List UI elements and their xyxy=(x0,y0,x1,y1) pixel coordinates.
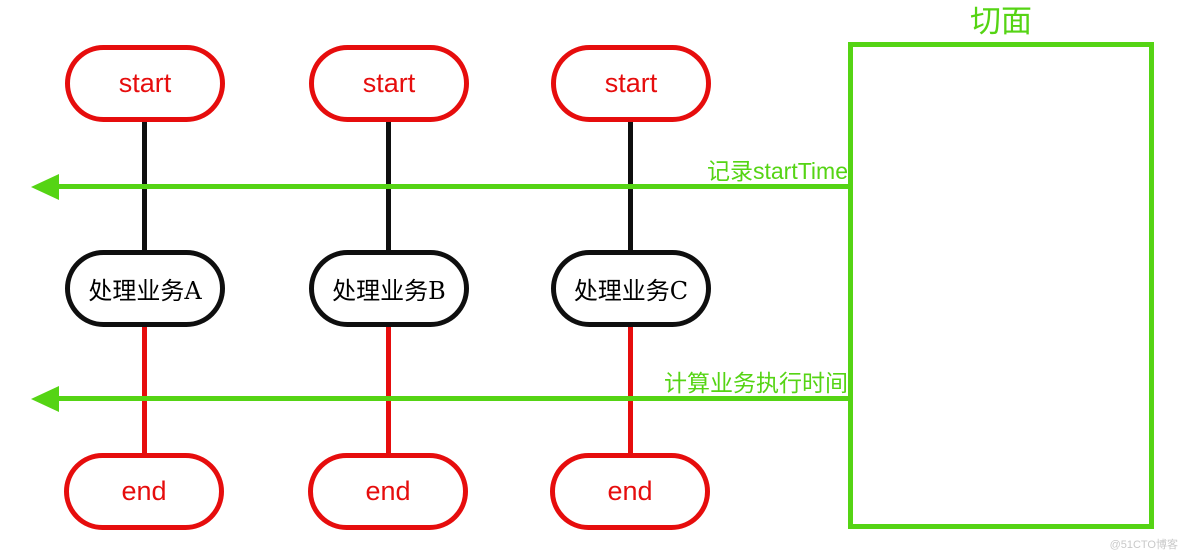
crosscut-label-exectime-zh: 计算业务执行时间 xyxy=(664,371,848,397)
end-node-a: end xyxy=(64,453,224,530)
crosscut-label-starttime: 记录startTime xyxy=(548,159,848,185)
connector-process-c-to-end xyxy=(628,322,633,456)
aspect-title: 切面 xyxy=(970,4,1032,40)
start-node-b-label: start xyxy=(362,68,416,98)
left-arrow-icon xyxy=(31,174,59,200)
process-node-c-label: 处理业务C xyxy=(573,277,689,305)
end-node-c-label: end xyxy=(607,476,653,506)
process-node-a-label: 处理业务A xyxy=(88,277,202,305)
connector-process-a-to-end xyxy=(142,322,147,456)
crosscut-label-exectime: 计算业务执行时间 xyxy=(548,371,848,397)
start-node-c: start xyxy=(551,45,711,122)
start-node-c-label: start xyxy=(604,68,658,98)
left-arrow-icon xyxy=(31,386,59,412)
connector-process-b-to-end xyxy=(386,322,391,456)
process-node-a: 处理业务A xyxy=(65,250,225,327)
watermark: @51CTO博客 xyxy=(1109,539,1178,551)
process-node-b: 处理业务B xyxy=(309,250,469,327)
crosscut-line-starttime xyxy=(45,184,848,189)
crosscut-label-starttime-en: startTime xyxy=(753,158,848,184)
crosscut-label-starttime-zh: 记录 xyxy=(707,159,753,185)
start-node-a: start xyxy=(65,45,225,122)
crosscut-line-exectime xyxy=(45,396,848,401)
end-node-b: end xyxy=(308,453,468,530)
aspect-box xyxy=(848,42,1154,529)
process-node-c: 处理业务C xyxy=(551,250,711,327)
process-node-b-label: 处理业务B xyxy=(332,277,446,305)
start-node-a-label: start xyxy=(118,68,172,98)
end-node-a-label: end xyxy=(121,476,167,506)
end-node-c: end xyxy=(550,453,710,530)
end-node-b-label: end xyxy=(365,476,411,506)
start-node-b: start xyxy=(309,45,469,122)
